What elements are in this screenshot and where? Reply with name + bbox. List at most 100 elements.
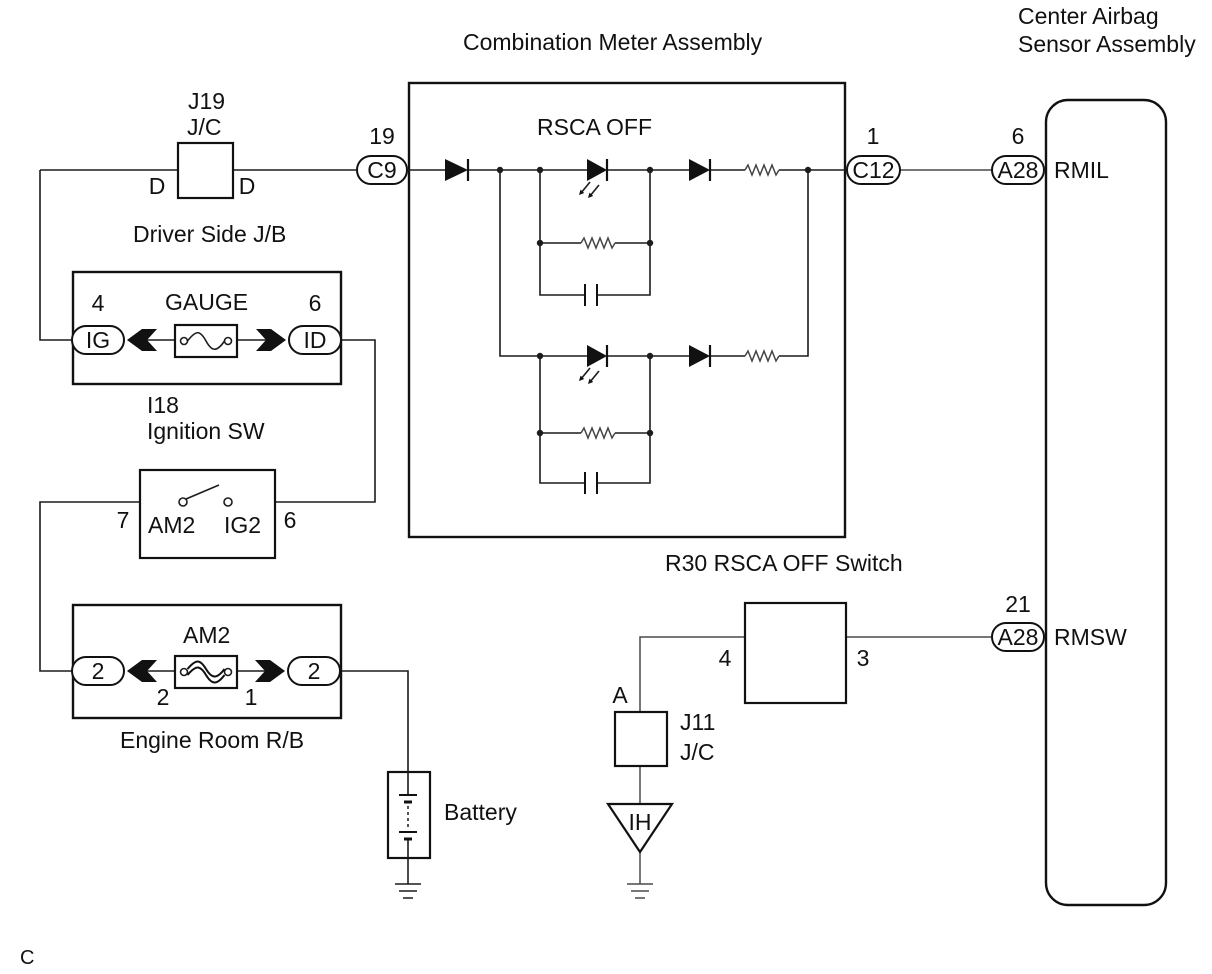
battery-cell-icon <box>399 794 417 833</box>
capacitor-lower <box>584 472 598 494</box>
am2-terminal-label: AM2 <box>148 512 195 538</box>
rmil-pin: 6 <box>1012 123 1025 149</box>
connector-c12: 1 C12 <box>846 123 901 185</box>
switch-contact <box>178 497 188 507</box>
meter-branch-wire-upper <box>539 170 651 296</box>
wire-j19-to-ig <box>39 170 72 341</box>
node-dot <box>536 429 544 437</box>
ground-point-ih: IH <box>605 802 675 899</box>
rsca-off-switch: R30 RSCA OFF Switch 4 3 <box>665 550 903 705</box>
am2-fuse-pin-left: 2 <box>157 684 170 710</box>
connector-a28-label: A28 <box>998 624 1039 650</box>
ignition-switch: I18 Ignition SW 7 AM2 IG2 6 <box>117 392 297 560</box>
series-diode-lower <box>689 345 712 367</box>
ignition-switch-label: Ignition SW <box>147 418 265 444</box>
wire-rb-to-battery <box>340 670 409 772</box>
j11-box <box>613 710 669 768</box>
connector-chevron-right-icon <box>256 329 286 351</box>
external-wiring <box>39 169 992 884</box>
ig-pin: 4 <box>92 290 105 316</box>
gauge-fuse <box>173 323 239 359</box>
wire-am2-to-rb <box>39 501 140 672</box>
j19-pin-left: D <box>149 173 166 199</box>
wire-switch-to-j11 <box>639 636 745 712</box>
combination-meter-assembly: Combination Meter Assembly RSCA OFF <box>356 29 901 539</box>
battery-label: Battery <box>444 799 517 825</box>
rsca-off-switch-box <box>743 601 848 705</box>
node-dot <box>646 166 654 174</box>
fuse-terminal <box>179 336 189 346</box>
battery-box <box>386 770 432 860</box>
figure-label: C <box>20 947 34 969</box>
connector-c9: 19 C9 <box>356 123 408 185</box>
ignition-switch-pin-right: 6 <box>284 507 297 533</box>
connector-a28-pill <box>991 622 1045 652</box>
ignition-switch-id: I18 <box>147 392 179 418</box>
connector-ig-pill <box>71 325 125 355</box>
connector-a28-rmil: 6 A28 RMIL <box>991 123 1109 185</box>
combination-meter-label: Combination Meter Assembly <box>463 29 763 55</box>
junction-connector-j19: J19 J/C D D <box>149 88 255 200</box>
node-dot <box>646 352 654 360</box>
led-arrowhead <box>588 378 594 384</box>
rsca-off-switch-pin-right: 3 <box>857 645 870 671</box>
j19-type: J/C <box>187 114 222 140</box>
connector-2-right-pill <box>287 656 341 686</box>
j19-box <box>176 141 235 200</box>
battery-cell-icon <box>404 800 412 841</box>
led-emission-arrow-icon <box>580 181 600 197</box>
am2-fuse-label: AM2 <box>183 622 230 648</box>
fuse-terminal <box>179 667 189 677</box>
fuse-terminal <box>223 667 233 677</box>
node-dot <box>536 239 544 247</box>
connector-c9-pin: 19 <box>369 123 395 149</box>
resistor-upper-series <box>744 162 780 178</box>
fuse-element-icon <box>186 331 226 351</box>
airbag-sensor-label-line1: Center Airbag <box>1018 3 1159 29</box>
j19-id: J19 <box>188 88 225 114</box>
wire-id-to-ig2 <box>275 339 376 503</box>
led-arrowhead <box>579 189 585 195</box>
node-dot <box>536 352 544 360</box>
connector-chevron-left-icon <box>127 660 157 682</box>
engine-room-rb-label: Engine Room R/B <box>120 727 304 753</box>
ignition-switch-pin-left: 7 <box>117 507 130 533</box>
connector-id-pill <box>288 325 342 355</box>
diode-triangle <box>689 345 710 367</box>
gauge-fuse-label: GAUGE <box>165 289 248 315</box>
led-arrowhead <box>579 375 585 381</box>
am2-fuse-pin-right: 1 <box>245 684 258 710</box>
connector-a28-label: A28 <box>998 157 1039 183</box>
rmsw-terminal-label: RMSW <box>1054 624 1127 650</box>
connector-a28-rmsw: 21 A28 RMSW <box>991 591 1127 652</box>
rsca-off-switch-label: R30 RSCA OFF Switch <box>665 550 903 576</box>
input-diode <box>445 159 470 181</box>
engine-room-rb-box <box>71 603 343 720</box>
led-triangle <box>587 345 607 367</box>
node-dot <box>536 166 544 174</box>
connector-c12-pill <box>846 155 901 185</box>
connector-2-left-label: 2 <box>92 658 105 684</box>
rsca-off-indicator-label: RSCA OFF <box>537 114 652 140</box>
ground-icon <box>395 883 421 899</box>
rmil-terminal-label: RMIL <box>1054 157 1109 183</box>
led-triangle <box>587 159 607 181</box>
center-airbag-sensor-assembly: Center Airbag Sensor Assembly 6 A28 RMIL… <box>991 3 1196 907</box>
connector-a28-pill <box>991 155 1045 185</box>
resistor-upper-parallel <box>580 235 616 251</box>
am2-fusible-link <box>173 654 239 690</box>
connector-c9-pill <box>356 155 408 185</box>
ground-icon <box>627 883 653 899</box>
connector-c12-pin: 1 <box>867 123 880 149</box>
j11-id: J11 <box>680 709 715 735</box>
connector-id-label: ID <box>304 327 327 353</box>
connector-ig-label: IG <box>86 327 110 353</box>
series-diode-upper <box>689 159 712 181</box>
node-dot <box>646 429 654 437</box>
diode-triangle <box>445 159 468 181</box>
capacitor-upper <box>584 284 598 306</box>
junction-connector-j11: A J11 J/C <box>612 682 715 768</box>
driver-side-junction-block: Driver Side J/B 4 GAUGE 6 IG ID <box>71 221 343 386</box>
indicator-led-lower <box>579 345 609 384</box>
